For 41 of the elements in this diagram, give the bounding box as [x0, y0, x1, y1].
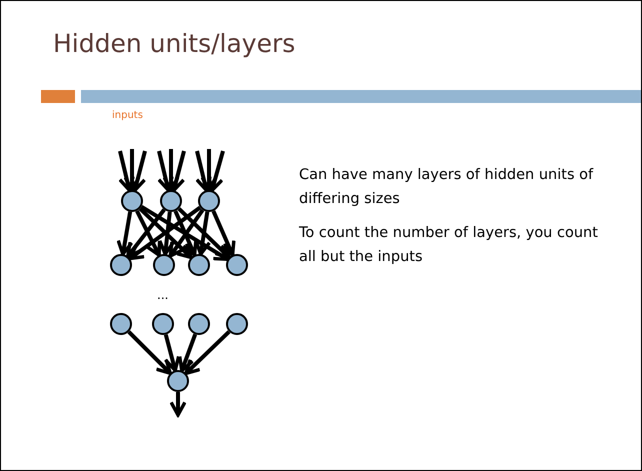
unit-circle: [153, 254, 175, 276]
arrow: [127, 330, 172, 375]
arrow: [157, 150, 174, 192]
body-text: Can have many layers of hidden units of differing sizes: [299, 166, 594, 209]
arrow: [178, 207, 231, 260]
unit-circle: [226, 313, 248, 335]
arrow: [174, 210, 198, 257]
unit-circle: [226, 254, 248, 276]
arrow: [168, 150, 186, 192]
arrow: [140, 205, 230, 261]
layer-label: inputs: [112, 109, 143, 123]
unit-circle: [160, 190, 182, 212]
arrow: [184, 330, 230, 376]
arrow: [123, 149, 141, 192]
arrow: [212, 210, 236, 257]
arrow: [158, 212, 176, 256]
body-text: To count the number of layers, you count all but the inputs: [299, 224, 599, 267]
slide-title: Hidden units/layers: [53, 29, 296, 58]
unit-circle: [121, 190, 143, 212]
arrow: [138, 207, 193, 260]
arrow: [194, 212, 212, 256]
ellipsis: ...: [157, 287, 168, 304]
unit-circle: [110, 254, 132, 276]
unit-circle: [188, 254, 210, 276]
arrow: [178, 334, 198, 372]
unit-circle: [188, 313, 210, 335]
arrow: [128, 206, 202, 260]
arrow: [164, 334, 180, 372]
arrow: [195, 150, 212, 192]
unit-circle: [110, 313, 132, 335]
unit-circle: [152, 313, 174, 335]
arrow: [135, 210, 162, 257]
unit-circle: [198, 190, 220, 212]
arrow: [118, 150, 135, 192]
arrow: [126, 208, 166, 258]
arrow: [162, 149, 180, 192]
unit-circle: [167, 370, 189, 392]
arrow: [169, 392, 187, 417]
arrow: [130, 150, 147, 192]
arrow: [116, 212, 134, 256]
arrow: [168, 208, 204, 258]
